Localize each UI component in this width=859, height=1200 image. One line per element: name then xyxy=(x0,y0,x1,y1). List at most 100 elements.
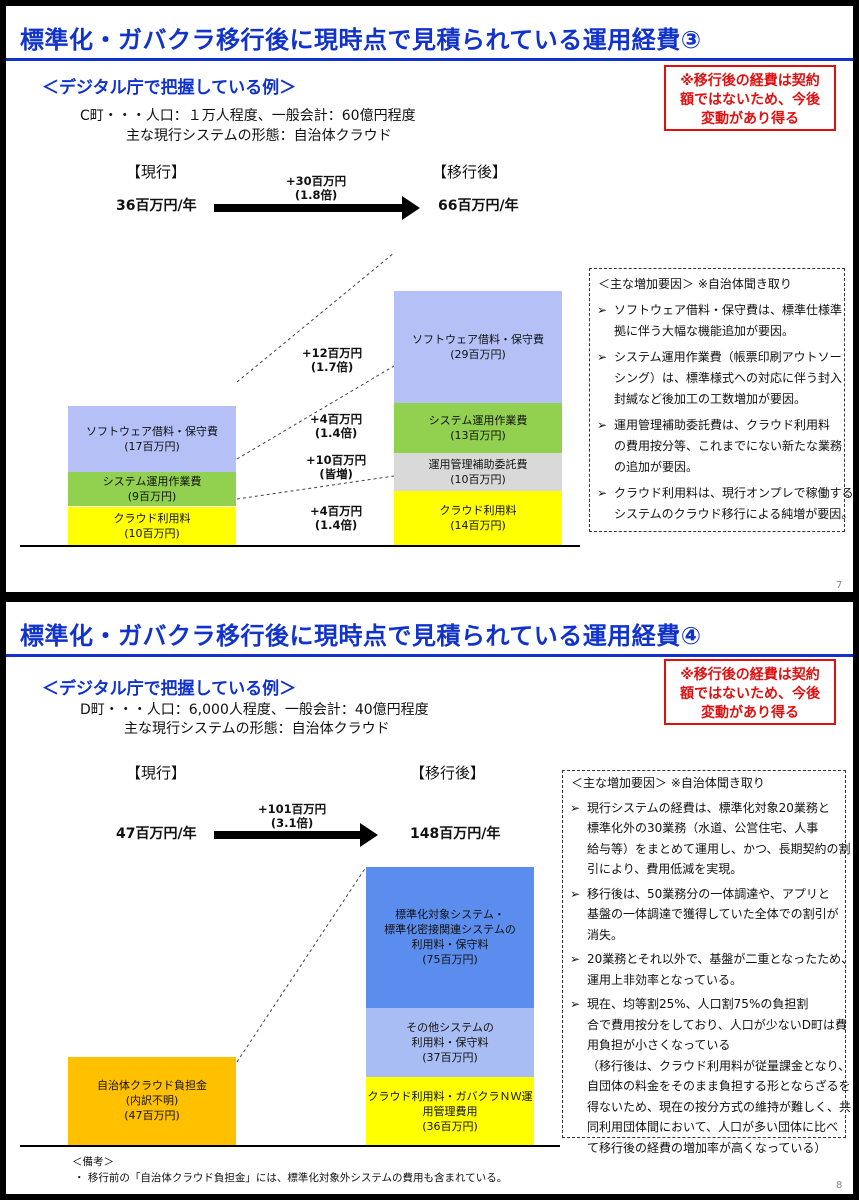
warning-line: ※移行後の経費は契約 xyxy=(680,667,820,683)
current-bar-segment: 自治体クラウド負担金(内訳不明)(47百万円) xyxy=(68,1056,236,1145)
factor-line: 用負担が小さくなっている xyxy=(587,1038,731,1052)
factor-line: （移行後は、クラウド利用料が従量課金となり、 xyxy=(587,1058,851,1073)
chart-baseline xyxy=(20,1145,560,1147)
factor-item: ➢現在、均等割25%、人口割75%の負担割合で費用按分をしており、人口が少ないD… xyxy=(563,994,852,1158)
bullet-arrow-icon: ➢ xyxy=(597,418,608,432)
diff-amount: +10百万円 xyxy=(306,453,367,467)
factor-line: 標準化外の30業務（水道、公営住宅、人事 xyxy=(587,821,819,835)
diff-ratio: (皆増) xyxy=(319,467,353,481)
warning-line: 額ではないため、今後 xyxy=(680,92,820,108)
factor-line: 引により、費用低減を実現。 xyxy=(587,862,743,876)
bullet-arrow-icon: ➢ xyxy=(597,350,608,364)
factor-line: の追加が要因。 xyxy=(614,460,699,474)
total-increase-ratio: (1.8倍) xyxy=(294,188,338,202)
current-bar-segment: クラウド利用料(10百万円) xyxy=(68,506,236,545)
factor-line: 得ないため、現在の按分方式の維持が難しく、共 xyxy=(587,1099,852,1114)
diff-amount: +12百万円 xyxy=(302,346,363,360)
current-bar-segment: ソフトウェア借料・保守費(17百万円) xyxy=(68,406,236,472)
title-rule xyxy=(6,58,853,61)
segment-label: (9百万円) xyxy=(127,490,177,504)
segment-label: クラウド利用料 xyxy=(439,504,517,518)
factor-line: 現在、均等割25%、人口割75%の負担割 xyxy=(587,997,809,1011)
factor-item: ➢現行システムの経費は、標準化対象20業務と標準化外の30業務（水道、公営住宅、… xyxy=(563,798,851,880)
factor-line: の費用按分等、これまでにない新たな業務 xyxy=(614,439,843,453)
after-bar-segment: クラウド利用料(14百万円) xyxy=(394,491,562,545)
segment-label: (内訳不明) xyxy=(125,1094,179,1108)
connector-lines xyxy=(236,866,367,1063)
notes-header: ＜備考＞ xyxy=(72,1156,114,1168)
after-label: 【移行後】 xyxy=(432,163,508,181)
factor-item: ➢ソフトウェア借料・保守費は、標準仕様準拠に伴う大幅な機能追加が要因。 xyxy=(590,300,844,342)
factor-line: 運用管理補助委託費は、クラウド利用料 xyxy=(614,418,831,432)
diff-cloud: +4百万円 (1.4倍) xyxy=(310,504,362,532)
factor-line: て移行後の経費の増加率が高くなっている） xyxy=(587,1140,827,1155)
current-label: 【現行】 xyxy=(126,163,187,181)
warning-line: 変動があり得る xyxy=(701,705,799,721)
current-amount: 36百万円/年 xyxy=(116,198,197,214)
current-label: 【現行】 xyxy=(126,764,187,782)
section-subtitle: ＜デジタル庁で把握している例＞ xyxy=(42,679,297,699)
factor-line: システムのクラウド移行による純増が要因。 xyxy=(614,507,853,521)
factor-line: 封緘など後加工の工数増加が要因。 xyxy=(614,392,807,406)
segment-label: (36百万円) xyxy=(422,1119,478,1133)
segment-label: 利用料・保守料 xyxy=(411,938,489,952)
factor-item: ➢システム運用作業費（帳票印刷アウトソーシング）は、標準様式への対応に伴う封入封… xyxy=(590,347,844,410)
municipality-info: C町・・・人口：１万人程度、一般会計：60億円程度 xyxy=(80,108,416,124)
after-amount: 148百万円/年 xyxy=(410,826,501,842)
factor-line: 消失。 xyxy=(587,927,624,942)
factor-item: ➢ 20業務とそれ以外で、基盤が二重となったため、運用上非効率となっている。 xyxy=(563,949,853,990)
factor-line: 現行システムの経費は、標準化対象20業務と xyxy=(587,800,830,815)
slide-8: 標準化・ガバクラ移行後に現時点で見積られている運用経費④ ＜デジタル庁で把握して… xyxy=(6,602,853,1194)
after-amount: 66百万円/年 xyxy=(438,198,519,214)
warning-line: 変動があり得る xyxy=(701,111,799,127)
bullet-arrow-icon: ➢ xyxy=(570,952,581,966)
slide-7: 標準化・ガバクラ移行後に現時点で見積られている運用経費③ ＜デジタル庁で把握して… xyxy=(6,6,853,592)
segment-label: クラウド利用料・ガバクラＮＷ運 xyxy=(367,1089,533,1103)
after-bar-segment: システム運用作業費(13百万円) xyxy=(394,402,562,453)
note-text: ・ 移行前の「自治体クラウド負担金」には、標準化対象外システムの費用も含まれてい… xyxy=(74,1172,508,1184)
factor-line: クラウド利用料は、現行オンプレで稼働する xyxy=(614,486,853,500)
factor-line: 合で費用按分をしており、人口が少ないD町は費 xyxy=(587,1017,848,1032)
bullet-arrow-icon: ➢ xyxy=(597,303,608,317)
page-number: 7 xyxy=(836,580,843,591)
section-subtitle: ＜デジタル庁で把握している例＞ xyxy=(42,78,297,98)
segment-label: (37百万円) xyxy=(422,1051,478,1065)
increase-arrow-shaft xyxy=(214,204,404,212)
segment-label: (10百万円) xyxy=(124,526,180,540)
factors-list: ➢ソフトウェア借料・保守費は、標準仕様準拠に伴う大幅な機能追加が要因。➢システム… xyxy=(590,300,853,525)
factor-line: 拠に伴う大幅な機能追加が要因。 xyxy=(614,324,795,338)
segment-label: 自治体クラウド負担金 xyxy=(97,1079,207,1093)
factors-header: ＜主な増加要因＞ ※自治体聞き取り xyxy=(598,277,792,291)
factors-list: ➢ 現行システムの経費は、標準化対象20業務と標準化外の30業務（水道、公営住宅、… xyxy=(563,798,853,1159)
increase-arrow-head xyxy=(360,823,378,847)
factor-line: シング）は、標準様式への対応に伴う封入 xyxy=(614,371,843,385)
factor-line: 基盤の一体調達で獲得していた全体での割引が xyxy=(587,907,839,921)
diff-ratio: (1.4倍) xyxy=(314,518,358,532)
factor-line: 同利用団体間において、人口が多い団体に比べ xyxy=(587,1120,839,1134)
factors-header: ＜主な増加要因＞ ※自治体聞き取り xyxy=(571,776,765,790)
after-bar-segment: 運用管理補助委託費(10百万円) xyxy=(394,452,562,492)
after-label: 【移行後】 xyxy=(410,764,486,782)
segment-label: 運用管理補助委託費 xyxy=(428,457,528,471)
segment-label: (13百万円) xyxy=(450,428,506,442)
factor-line: 給与等）をまとめて運用し、かつ、長期契約の割 xyxy=(587,841,851,856)
page-number: 8 xyxy=(836,1180,843,1191)
total-increase-amount: +101百万円 xyxy=(258,802,327,816)
diff-ratio: (1.4倍) xyxy=(314,426,358,440)
factor-line: 20業務とそれ以外で、基盤が二重となったため、 xyxy=(587,952,853,966)
municipality-info: D町・・・人口：6,000人程度、一般会計：40億円程度 xyxy=(80,702,429,718)
warning-box: ※移行後の経費は契約 額ではないため、今後 変動があり得る xyxy=(664,65,836,131)
segment-label: (47百万円) xyxy=(124,1109,180,1123)
after-bar-segment: 標準化対象システム・標準化密接関連システムの利用料・保守料(75百万円) xyxy=(366,866,534,1008)
segment-label: 標準化対象システム・ xyxy=(395,908,505,922)
factor-line: 運用上非効率となっている。 xyxy=(587,972,743,987)
increase-arrow-head xyxy=(402,196,420,220)
increase-arrow-shaft xyxy=(214,831,364,839)
segment-label: システム運用作業費 xyxy=(428,413,528,427)
segment-label: ソフトウェア借料・保守費 xyxy=(412,332,544,346)
total-increase: +101百万円 (3.1倍) xyxy=(258,802,326,830)
factor-item: ➢クラウド利用料は、現行オンプレで稼働するシステムのクラウド移行による純増が要因… xyxy=(590,483,853,525)
segment-label: 利用料・保守料 xyxy=(411,1036,489,1050)
diff-amount: +4百万円 xyxy=(310,412,363,426)
total-increase-amount: +30百万円 xyxy=(286,174,347,188)
